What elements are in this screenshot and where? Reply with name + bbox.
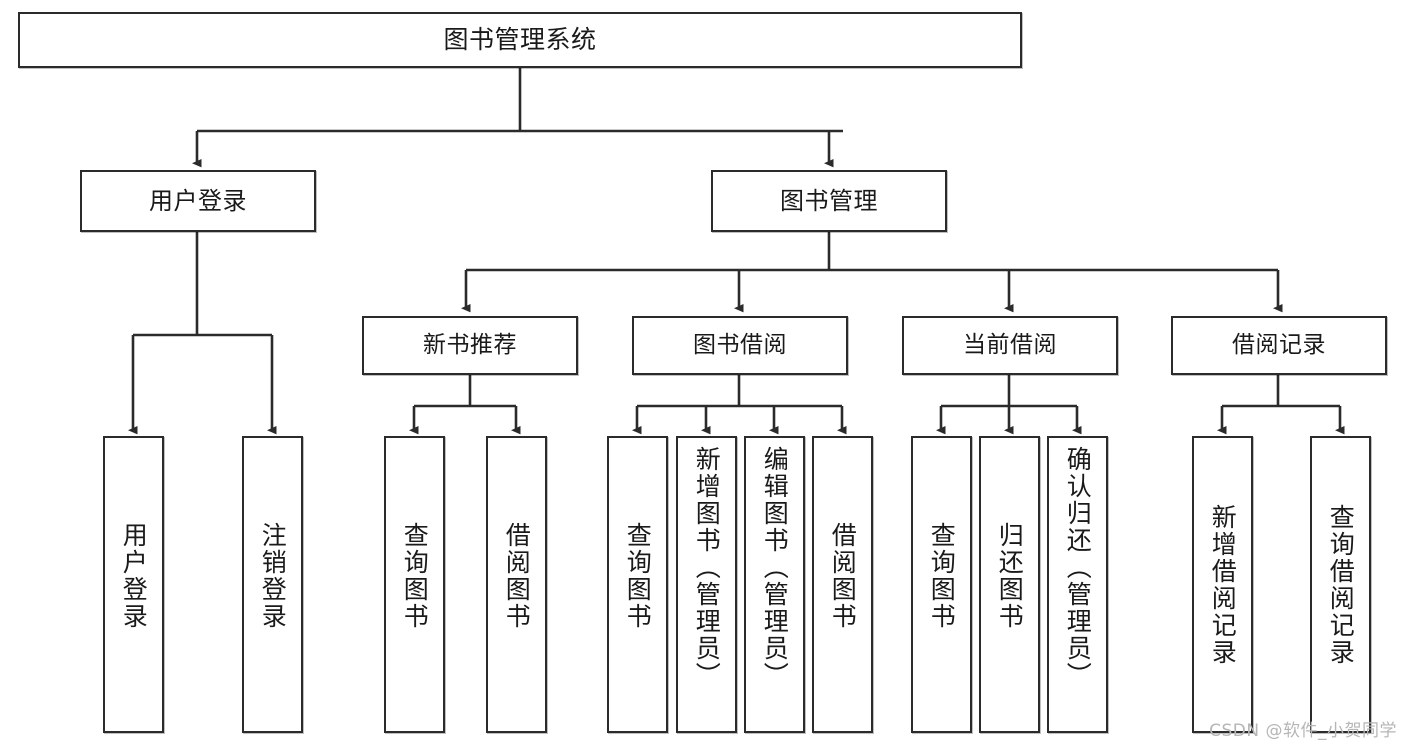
node-book-manage[interactable]: 图书管理 — [711, 170, 947, 232]
node-leaf-query-book-1[interactable]: 查询图书 — [384, 436, 445, 733]
node-root-system[interactable]: 图书管理系统 — [18, 12, 1022, 68]
node-label: 确认归还（管理员） — [1063, 446, 1093, 689]
node-label: 查询图书 — [400, 522, 430, 630]
node-borrow-record[interactable]: 借阅记录 — [1171, 316, 1387, 375]
node-label: 查询图书 — [623, 522, 653, 630]
node-label: 归还图书 — [995, 522, 1025, 630]
node-current-borrow[interactable]: 当前借阅 — [902, 316, 1118, 375]
node-leaf-edit-book[interactable]: 编辑图书（管理员） — [744, 436, 805, 733]
node-label: 图书管理系统 — [443, 25, 597, 54]
node-new-book-recommend[interactable]: 新书推荐 — [362, 316, 578, 375]
node-label: 用户登录 — [119, 522, 149, 630]
node-leaf-query-record[interactable]: 查询借阅记录 — [1310, 436, 1371, 733]
node-leaf-borrow-book-2[interactable]: 借阅图书 — [812, 436, 873, 733]
node-label: 用户登录 — [149, 186, 247, 215]
node-book-borrow[interactable]: 图书借阅 — [632, 316, 848, 375]
node-label: 新增借阅记录 — [1208, 504, 1238, 666]
node-label: 借阅图书 — [828, 522, 858, 630]
node-label: 注销登录 — [258, 522, 288, 630]
node-label: 新书推荐 — [423, 331, 517, 358]
node-label: 查询借阅记录 — [1326, 504, 1356, 666]
node-leaf-query-book-2[interactable]: 查询图书 — [607, 436, 668, 733]
node-label: 新增图书（管理员） — [692, 446, 722, 689]
node-label: 借阅记录 — [1232, 331, 1326, 358]
node-label: 图书管理 — [780, 186, 878, 215]
node-leaf-return-book[interactable]: 归还图书 — [979, 436, 1040, 733]
node-leaf-logout[interactable]: 注销登录 — [242, 436, 303, 733]
node-label: 编辑图书（管理员） — [760, 446, 790, 689]
node-leaf-confirm-return[interactable]: 确认归还（管理员） — [1047, 436, 1108, 733]
node-user-login[interactable]: 用户登录 — [80, 170, 316, 232]
csdn-watermark: CSDN @软件_小贺同学 — [1209, 721, 1397, 741]
node-label: 当前借阅 — [963, 331, 1057, 358]
node-label: 借阅图书 — [502, 522, 532, 630]
node-label: 查询图书 — [927, 522, 957, 630]
node-leaf-add-book[interactable]: 新增图书（管理员） — [676, 436, 737, 733]
node-leaf-user-login[interactable]: 用户登录 — [103, 436, 164, 733]
node-label: 图书借阅 — [693, 331, 787, 358]
node-leaf-borrow-book-1[interactable]: 借阅图书 — [486, 436, 547, 733]
node-leaf-add-record[interactable]: 新增借阅记录 — [1192, 436, 1253, 733]
node-leaf-query-book-3[interactable]: 查询图书 — [911, 436, 972, 733]
